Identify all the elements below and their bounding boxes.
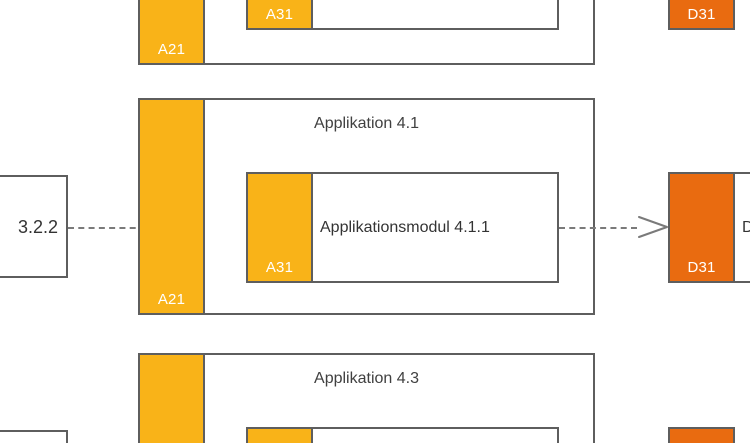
module-band-a31-top-label: A31 — [265, 6, 294, 23]
database-title-4-1: D — [742, 218, 750, 236]
application-title-4-1: Applikation 4.1 — [314, 115, 419, 132]
layer-band-a21-top-label: A21 — [157, 41, 186, 58]
connector-application-to-database — [559, 227, 637, 229]
module-band-a31-4-1-1-label: A31 — [265, 259, 294, 276]
module-band-a31-top[interactable]: A31 — [246, 0, 313, 30]
layer-band-a21-4-3[interactable] — [138, 353, 205, 443]
application-title-4-3: Applikation 4.3 — [314, 370, 419, 387]
source-box-bottom[interactable] — [0, 430, 68, 443]
application-module-title-4-1-1: Applikationsmodul 4.1.1 — [320, 218, 490, 236]
source-box-3-2-2[interactable]: 3.2.2 — [0, 175, 68, 278]
database-d31-4-3[interactable] — [668, 427, 735, 443]
module-band-a31-4-3-1[interactable] — [246, 427, 313, 443]
database-d31-top[interactable]: D31 — [668, 0, 735, 30]
layer-band-a21-4-1-label: A21 — [157, 291, 186, 308]
source-box-3-2-2-label: 3.2.2 — [17, 216, 58, 237]
module-band-a31-4-1-1[interactable]: A31 — [246, 172, 313, 283]
layer-band-a21-4-1[interactable]: A21 — [138, 98, 205, 315]
database-d31-4-1-label: D31 — [687, 259, 716, 276]
connector-application-to-database-arrowhead — [637, 214, 668, 240]
layer-band-a21-top[interactable]: A21 — [138, 0, 205, 65]
database-d31-4-1[interactable]: D31 — [668, 172, 735, 283]
database-d31-top-label: D31 — [687, 6, 716, 23]
